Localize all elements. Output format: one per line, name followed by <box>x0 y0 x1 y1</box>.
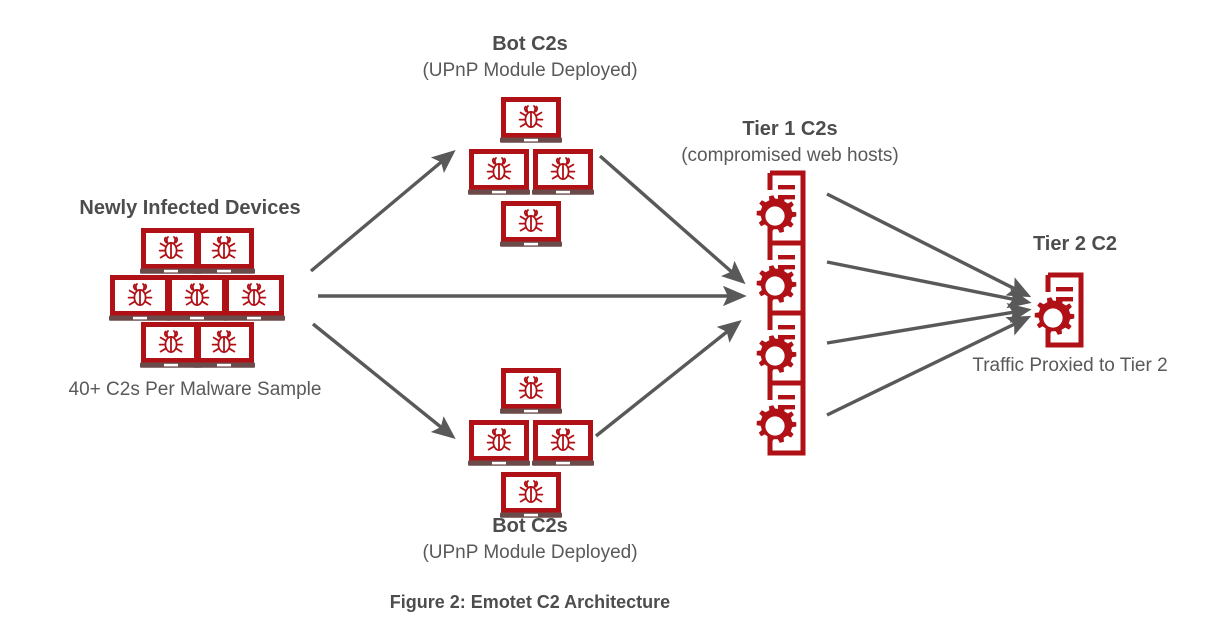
server-gear-icon <box>757 173 803 243</box>
laptop-bug-icon <box>140 325 202 368</box>
laptop-bug-icon <box>193 325 255 368</box>
server-gear-icon <box>757 243 803 313</box>
bot-c2s-top-subtitle: (UPnP Module Deployed) <box>422 60 638 81</box>
edge-tier1-3-to-tier2 <box>826 303 1032 345</box>
tier2-subtitle: Traffic Proxied to Tier 2 <box>972 355 1168 376</box>
laptop-bug-icon <box>166 278 228 321</box>
server-gear-icon <box>1035 275 1081 345</box>
infected-cluster <box>100 228 285 368</box>
bot-c2s-bottom-title: Bot C2s <box>492 515 568 537</box>
edge-tier1-2-to-tier2 <box>826 260 1032 309</box>
laptop-bug-icon <box>500 100 562 143</box>
bot-c2s-bottom-cluster <box>460 368 600 500</box>
tier2-cluster <box>1036 272 1096 348</box>
laptop-bug-icon <box>109 278 171 321</box>
bot-c2s-top-title: Bot C2s <box>492 33 568 55</box>
laptop-bug-icon <box>140 231 202 274</box>
server-gear-icon <box>757 383 803 453</box>
tier1-title: Tier 1 C2s <box>742 118 838 140</box>
laptop-bug-icon <box>468 152 530 195</box>
figure-caption: Figure 2: Emotet C2 Architecture <box>389 592 671 612</box>
laptop-bug-icon <box>532 152 594 195</box>
edge-bot-top-to-tier1 <box>598 154 746 285</box>
bot-c2s-bottom-subtitle: (UPnP Module Deployed) <box>422 542 638 563</box>
server-gear-icon <box>757 313 803 383</box>
tier1-subtitle: (compromised web hosts) <box>681 145 899 166</box>
infected-subtitle: 40+ C2s Per Malware Sample <box>68 379 322 400</box>
edge-bot-bottom-to-tier1 <box>594 320 742 438</box>
laptop-bug-icon <box>532 423 594 466</box>
infected-title: Newly Infected Devices <box>79 197 301 219</box>
laptop-bug-icon <box>193 231 255 274</box>
bot-c2s-top-cluster <box>460 97 600 229</box>
tier1-cluster <box>758 170 818 455</box>
laptop-bug-icon <box>500 371 562 414</box>
laptop-bug-icon <box>223 278 285 321</box>
laptop-bug-icon <box>500 475 562 518</box>
tier2-title: Tier 2 C2 <box>1032 233 1118 255</box>
laptop-bug-icon <box>500 204 562 247</box>
laptop-bug-icon <box>468 423 530 466</box>
